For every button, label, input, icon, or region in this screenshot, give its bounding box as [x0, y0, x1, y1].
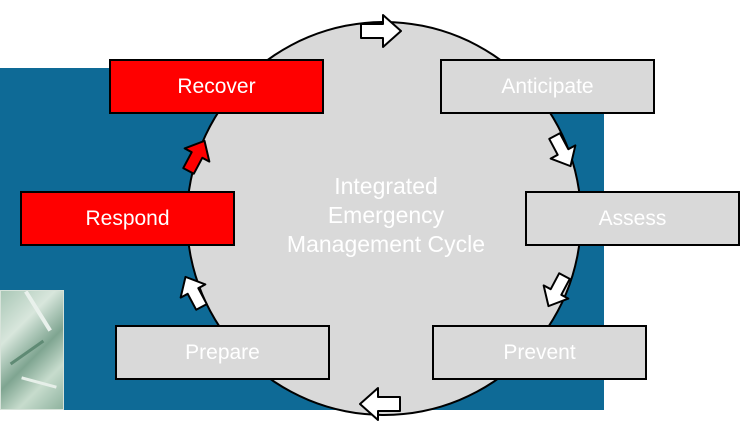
step-assess: Assess: [525, 191, 740, 246]
flow-arrow-to-prepare-icon: [359, 387, 401, 421]
step-prepare: Prepare: [115, 325, 330, 380]
step-anticipate-label: Anticipate: [501, 74, 594, 98]
flow-arrow-to-assess-icon: [548, 132, 577, 168]
flow-arrow-to-recover-icon: [182, 139, 211, 175]
flow-arrow-to-prevent-icon: [542, 272, 571, 308]
step-anticipate: Anticipate: [440, 59, 655, 114]
cycle-title-line-2: Emergency: [327, 202, 445, 228]
step-recover: Recover: [109, 59, 324, 114]
flow-arrow-to-anticipate-icon: [360, 14, 402, 48]
step-respond-label: Respond: [85, 206, 170, 230]
step-recover-label: Recover: [177, 74, 256, 98]
step-assess-label: Assess: [598, 206, 667, 230]
step-prevent: Prevent: [432, 325, 647, 380]
cycle-title: Integrated Emergency Management Cycle: [236, 172, 536, 259]
cycle-title-line-1: Integrated: [334, 173, 438, 199]
step-prevent-label: Prevent: [503, 340, 576, 364]
flow-arrow-to-respond-icon: [179, 275, 208, 311]
background-photo: [0, 290, 64, 410]
cycle-title-line-3: Management Cycle: [286, 231, 486, 257]
step-respond: Respond: [20, 191, 235, 246]
step-prepare-label: Prepare: [185, 340, 260, 364]
